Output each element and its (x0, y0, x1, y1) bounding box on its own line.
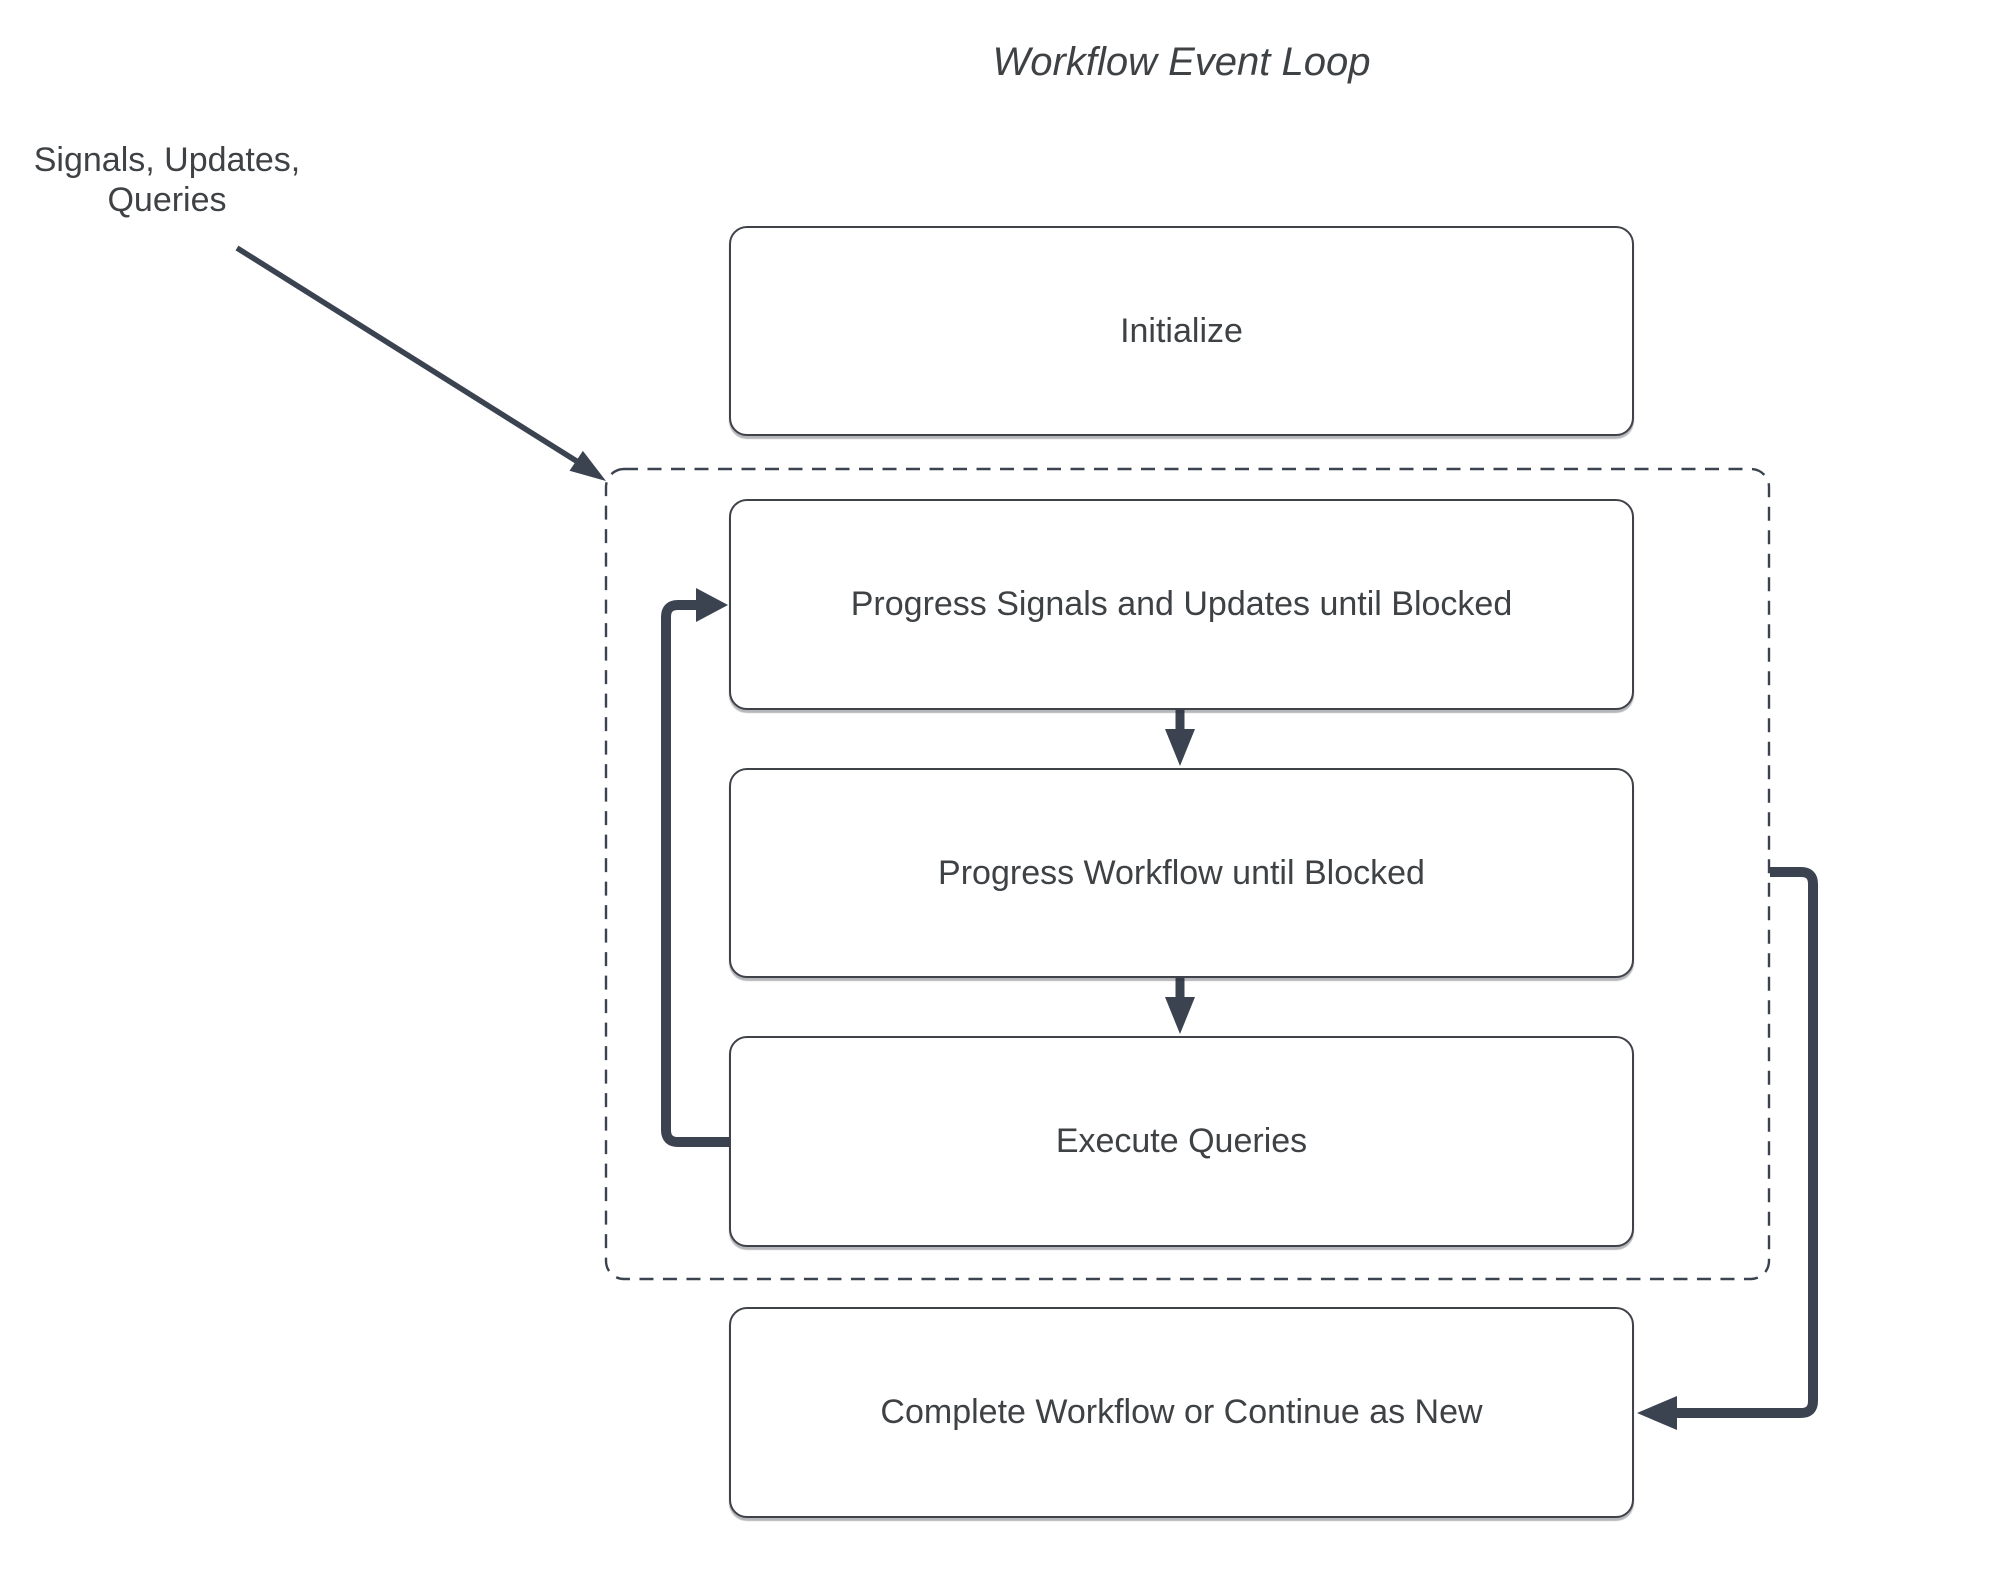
node-progress-workflow: Progress Workflow until Blocked (729, 768, 1634, 978)
loop-back-arrow (661, 588, 729, 1147)
arrow-workflow-to-queries (1165, 977, 1195, 1034)
event-loop-dashed-container (604, 467, 1771, 1281)
arrow-signals-to-workflow (1165, 709, 1195, 766)
node-progress-signals-label: Progress Signals and Updates until Block… (850, 585, 1513, 623)
node-execute-queries-label: Execute Queries (1055, 1122, 1308, 1160)
annotation-arrow (235, 245, 606, 481)
diagram-title: Workflow Event Loop (992, 40, 1371, 84)
node-progress-signals: Progress Signals and Updates until Block… (729, 499, 1634, 710)
node-initialize: Initialize (729, 226, 1634, 436)
node-complete-workflow-label: Complete Workflow or Continue as New (880, 1393, 1483, 1431)
loop-exit-arrow (1637, 867, 1818, 1430)
node-initialize-label: Initialize (1120, 311, 1243, 350)
annotation-line-1: Signals, Updates, (33, 141, 301, 179)
node-execute-queries: Execute Queries (729, 1036, 1634, 1247)
node-complete-workflow: Complete Workflow or Continue as New (729, 1307, 1634, 1518)
node-progress-workflow-label: Progress Workflow until Blocked (938, 853, 1425, 892)
annotation-line-2: Queries (107, 181, 227, 220)
annotation-signals-updates-queries: Signals, Updates, Queries (22, 140, 312, 220)
